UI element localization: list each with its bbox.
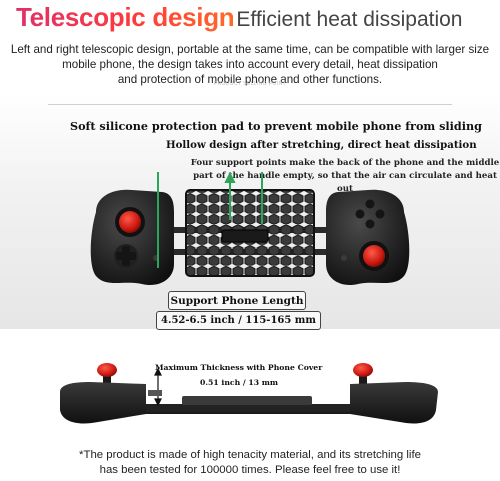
support-length-range: 4.52-6.5 inch / 115-165 mm: [156, 311, 321, 330]
left-stick: [119, 211, 141, 233]
pad-slot: [221, 229, 269, 243]
watermark: PRODUCT SELLING POINT: [213, 81, 287, 87]
description: Left and right telescopic design, portab…: [4, 42, 496, 87]
divider: [48, 104, 452, 105]
description-line-2: mobile phone, the design takes into acco…: [62, 58, 438, 71]
face-buttons: [355, 199, 385, 229]
controller-side-illustration: [60, 363, 438, 424]
left-grip: [90, 189, 174, 286]
support-length-label: Support Phone Length: [168, 291, 306, 310]
right-stick: [363, 245, 385, 267]
controller-body-side: [60, 382, 438, 424]
controller-stretched-illustration: [90, 172, 410, 286]
max-thickness-label: Maximum Thickness with Phone Cover: [155, 363, 323, 372]
footer-note: *The product is made of high tenacity ma…: [0, 448, 500, 478]
center-rail-side: [146, 404, 350, 412]
footer-line-1: *The product is made of high tenacity ma…: [79, 449, 421, 461]
dpad: [114, 244, 138, 268]
max-thickness-value: 0.51 inch / 13 mm: [200, 378, 278, 387]
right-grip: [326, 189, 410, 286]
support-points-feature: Four support points make the back of the…: [190, 158, 500, 194]
right-stick-side: [353, 363, 373, 377]
right-small-button: [341, 255, 347, 261]
left-stick-side: [97, 363, 117, 377]
thickness-arrow-icon: [154, 367, 162, 407]
silicone-pad-feature: Soft silicone protection pad to prevent …: [70, 119, 482, 133]
phone-clamp: [182, 396, 312, 405]
description-line-1: Left and right telescopic design, portab…: [10, 43, 490, 56]
footer-line-2: has been tested for 100000 times. Please…: [99, 464, 401, 476]
title-row: Telescopic designEfficient heat dissipat…: [16, 2, 496, 38]
side-button: [148, 390, 162, 396]
title-main: Telescopic design: [16, 2, 235, 32]
hollow-design-feature: Hollow design after stretching, direct h…: [166, 139, 477, 151]
arrow-up-icon: [224, 172, 236, 220]
title-sub: Efficient heat dissipation: [236, 8, 463, 31]
description-line-3: and protection of mobile phone and other…: [117, 73, 383, 86]
arrow-up-icon: [261, 172, 263, 224]
arrow-up-icon: [157, 172, 159, 268]
